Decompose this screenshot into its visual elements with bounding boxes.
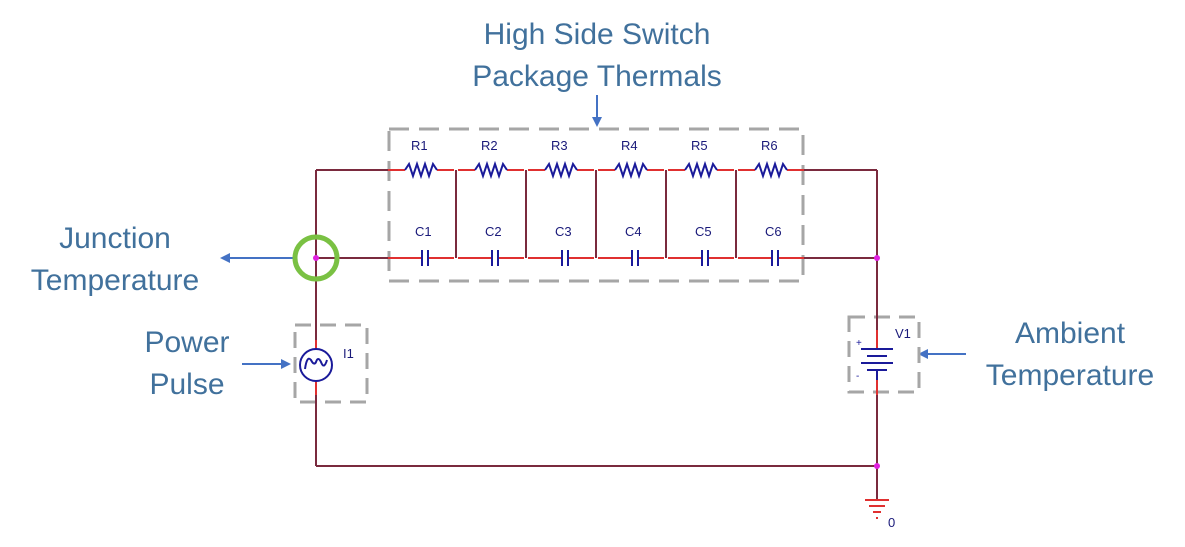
battery-plus-sign: + xyxy=(856,338,862,349)
capacitor-chain: C1 C2 C3 C4 C5 C6 xyxy=(388,224,804,266)
resistor-label: R6 xyxy=(761,138,778,153)
power-pulse-box xyxy=(293,323,369,404)
junction-node xyxy=(313,255,319,261)
resistor-r1: R1 xyxy=(388,138,454,180)
pulse-wave-icon xyxy=(304,357,328,370)
current-source-symbol xyxy=(299,348,333,382)
ground-symbol: 0 xyxy=(865,499,895,530)
resistor-chain: R1 R2 R3 R4 R5 R6 xyxy=(388,138,804,180)
resistor-r2: R2 xyxy=(458,138,524,180)
ground-node xyxy=(874,463,880,469)
capacitor-c2: C2 xyxy=(458,224,524,266)
ambient-callout-line2: Temperature xyxy=(986,359,1154,392)
junction-callout-line2: Temperature xyxy=(31,264,199,297)
ambient-node xyxy=(874,255,880,261)
capacitor-c3: C3 xyxy=(528,224,594,266)
junction-callout-line1: Junction xyxy=(59,222,171,255)
resistor-r5: R5 xyxy=(668,138,734,180)
resistor-label: R4 xyxy=(621,138,638,153)
resistor-r4: R4 xyxy=(598,138,664,180)
resistor-label: R1 xyxy=(411,138,428,153)
package-callout-line1: High Side Switch xyxy=(484,18,711,51)
package-thermals-box xyxy=(387,127,805,283)
capacitor-label: C2 xyxy=(485,224,502,239)
battery-minus-sign: - xyxy=(856,371,859,382)
resistor-label: R5 xyxy=(691,138,708,153)
capacitor-c5: C5 xyxy=(668,224,734,266)
capacitor-label: C5 xyxy=(695,224,712,239)
resistor-zigzag xyxy=(684,160,718,180)
power-callout-line2: Pulse xyxy=(149,368,224,401)
ground-label: 0 xyxy=(888,515,895,530)
capacitor-label: C1 xyxy=(415,224,432,239)
resistor-r3: R3 xyxy=(528,138,594,180)
i1-label: I1 xyxy=(343,346,354,361)
wires xyxy=(315,169,878,500)
capacitor-c4: C4 xyxy=(598,224,664,266)
voltage-source-v1: + - V1 xyxy=(856,326,911,395)
resistor-label: R3 xyxy=(551,138,568,153)
resistor-label: R2 xyxy=(481,138,498,153)
package-callout-line2: Package Thermals xyxy=(472,60,722,93)
capacitor-label: C4 xyxy=(625,224,642,239)
resistor-r6: R6 xyxy=(738,138,804,180)
junction-highlight xyxy=(292,234,340,282)
ambient-callout-line1: Ambient xyxy=(1015,317,1126,350)
capacitor-c6: C6 xyxy=(738,224,804,266)
current-source-i1: I1 xyxy=(299,340,354,395)
capacitor-label: C6 xyxy=(765,224,782,239)
resistor-zigzag xyxy=(614,160,648,180)
resistor-zigzag xyxy=(474,160,508,180)
v1-label: V1 xyxy=(895,326,911,341)
resistor-zigzag xyxy=(754,160,788,180)
power-callout-line1: Power xyxy=(144,326,229,359)
resistor-zigzag xyxy=(404,160,438,180)
ambient-source-box xyxy=(847,315,921,394)
capacitor-label: C3 xyxy=(555,224,572,239)
capacitor-c1: C1 xyxy=(388,224,454,266)
resistor-zigzag xyxy=(544,160,578,180)
